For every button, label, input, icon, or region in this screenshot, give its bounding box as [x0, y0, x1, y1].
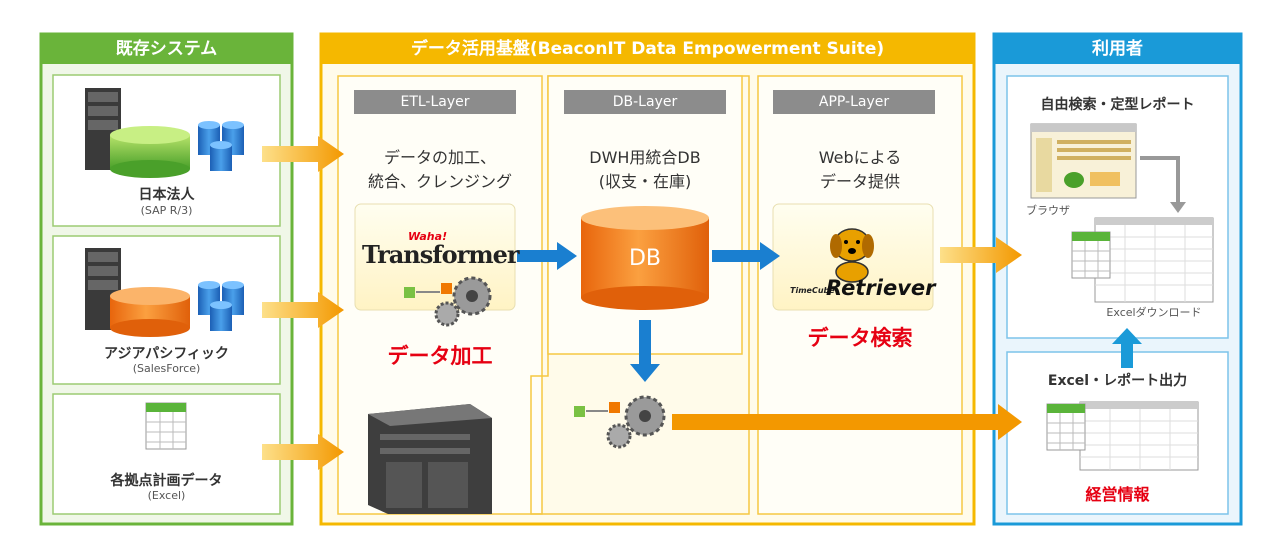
app-caption: データ検索	[807, 326, 913, 350]
legacy-item-3-name: 各拠点計画データ	[110, 473, 223, 489]
transformer-logo: Transformer	[362, 240, 520, 269]
excel-sheet-icon-2	[1071, 231, 1111, 279]
spreadsheet-screenshot-icon-2	[1079, 401, 1199, 471]
arrow-legacy-1-to-etl	[262, 136, 344, 172]
gear-process-icon-1	[404, 276, 492, 327]
etl-desc-line2: 統合、クレンジング	[367, 172, 512, 191]
db-cylinder-icon	[581, 206, 709, 310]
legacy-item-1-name: 日本法人	[138, 187, 195, 203]
app-desc-line2: データ提供	[819, 172, 900, 191]
browser-label: ブラウザ	[1026, 204, 1070, 217]
arrow-excel-to-download	[1112, 328, 1142, 368]
download-label: Excelダウンロード	[1106, 306, 1202, 319]
blue-databases-icon-1	[198, 121, 244, 171]
mainframe-server-icon	[368, 404, 492, 514]
retriever-logo: Retriever	[826, 276, 936, 300]
excel-sheet-icon	[145, 402, 187, 450]
arrow-legacy-3-to-mainframe	[262, 434, 344, 470]
arrow-gear-to-excel	[672, 404, 1022, 440]
orange-database-icon	[110, 287, 190, 337]
report-flow-arrow	[1140, 156, 1186, 213]
gear-process-icon-2	[574, 395, 666, 449]
legacy-item-3-sub: (Excel)	[147, 489, 186, 502]
dog-mascot-icon	[830, 228, 874, 283]
platform-panel-title: データ活用基盤(BeaconIT Data Empowerment Suite)	[410, 39, 885, 59]
app-layer-tag: APP-Layer	[773, 90, 935, 114]
legacy-item-2-sub: (SalesForce)	[132, 362, 201, 375]
db-layer-tag: DB-Layer	[564, 90, 726, 114]
excel-output-title: Excel・レポート出力	[1047, 373, 1188, 389]
users-panel-title: 利用者	[1092, 39, 1143, 59]
db-desc-line2: (収支・在庫)	[598, 172, 692, 191]
etl-desc-line1: データの加工、	[383, 148, 496, 167]
etl-layer-tag: ETL-Layer	[354, 90, 516, 114]
report-title: 自由検索・定型レポート	[1040, 97, 1195, 113]
legacy-panel-title: 既存システム	[115, 39, 218, 59]
legacy-item-1-sub: (SAP R/3)	[140, 204, 193, 217]
arrow-app-to-users	[940, 237, 1022, 273]
app-desc-line1: Webによる	[818, 148, 902, 167]
excel-output-caption: 経営情報	[1085, 485, 1150, 504]
db-desc-line1: DWH用統合DB	[589, 148, 701, 167]
db-label: DB	[628, 246, 662, 271]
blue-databases-icon-2	[198, 281, 244, 331]
legacy-panel	[39, 32, 294, 526]
legacy-item-2-name: アジアパシフィック	[104, 346, 229, 362]
arrow-etl-to-db	[517, 242, 577, 270]
arrow-legacy-2-to-etl	[262, 292, 344, 328]
excel-sheet-icon-3	[1046, 403, 1086, 451]
retriever-logo-small: TimeCube	[790, 286, 835, 295]
transformer-logo-small: Waha!	[408, 230, 448, 243]
arrow-db-to-gear	[630, 320, 660, 382]
green-database-icon	[110, 126, 190, 178]
etl-caption: データ加工	[387, 344, 493, 368]
browser-screenshot-icon	[1030, 123, 1137, 199]
spreadsheet-screenshot-icon-1	[1094, 217, 1214, 303]
arrow-db-to-app	[712, 242, 780, 270]
